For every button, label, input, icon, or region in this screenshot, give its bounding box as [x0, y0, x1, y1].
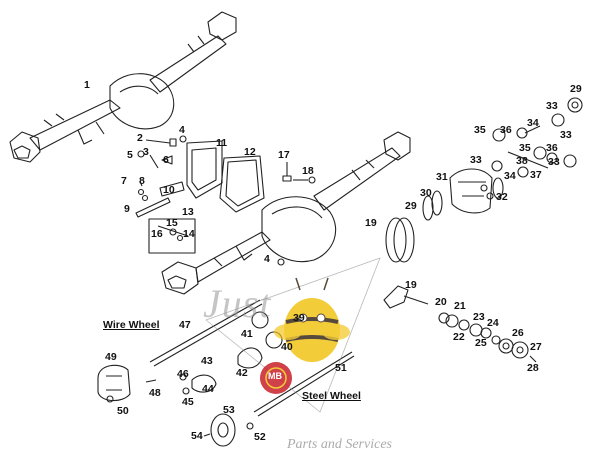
part-number-47: 47	[179, 319, 191, 331]
watermark-just: Just	[203, 281, 272, 326]
part-number-1: 1	[84, 79, 90, 91]
part-number-5: 5	[127, 149, 133, 161]
part-number-33-d: 33	[548, 156, 560, 168]
watermark-triangle	[205, 257, 381, 413]
part-number-6: 6	[163, 154, 169, 166]
part-number-45: 45	[182, 396, 194, 408]
part-number-28: 28	[527, 362, 539, 374]
part-number-3: 3	[143, 146, 149, 158]
part-number-31: 31	[436, 171, 448, 183]
part-number-34-a: 34	[527, 117, 539, 129]
part-number-54: 54	[191, 430, 203, 442]
watermark-tagline: Parts and Services	[287, 437, 392, 452]
part-number-13: 13	[182, 206, 194, 218]
part-number-2: 2	[137, 132, 143, 144]
part-number-23: 23	[473, 311, 485, 323]
steel-wheel-label: Steel Wheel	[302, 390, 361, 402]
part-number-19-crownwheel: 19	[365, 217, 377, 229]
part-number-11: 11	[216, 137, 228, 149]
part-number-41: 41	[241, 328, 253, 340]
part-number-7: 7	[121, 175, 127, 187]
part-number-51: 51	[335, 362, 347, 374]
part-number-10: 10	[163, 184, 175, 196]
part-number-38: 38	[516, 155, 528, 167]
part-number-39: 39	[293, 312, 305, 324]
part-number-19-pinion: 19	[405, 279, 417, 291]
part-number-48: 48	[149, 387, 161, 399]
part-number-9: 9	[124, 203, 130, 215]
part-number-35-b: 35	[519, 142, 531, 154]
filler-screws	[282, 162, 316, 184]
part-number-37: 37	[530, 169, 542, 181]
part-number-14: 14	[183, 228, 195, 240]
part-number-26: 26	[512, 327, 524, 339]
part-number-42: 42	[236, 367, 248, 379]
part-number-33-a: 33	[546, 100, 558, 112]
part-number-17: 17	[278, 149, 290, 161]
part-number-43: 43	[201, 355, 213, 367]
part-number-44: 44	[202, 383, 214, 395]
part-number-18: 18	[302, 165, 314, 177]
cover-hardware	[135, 135, 187, 218]
part-number-22: 22	[453, 331, 465, 343]
part-number-32: 32	[496, 191, 508, 203]
part-number-50: 50	[117, 405, 129, 417]
just-mb-bee-logo	[260, 277, 350, 394]
part-number-53: 53	[223, 404, 235, 416]
part-number-52: 52	[254, 431, 266, 443]
part-number-34-b: 34	[504, 170, 516, 182]
pinion-assembly	[383, 285, 537, 363]
axle-housing-upper	[9, 11, 237, 163]
part-number-4-lower: 4	[264, 253, 270, 265]
part-number-40: 40	[281, 341, 293, 353]
part-number-36-b: 36	[546, 142, 558, 154]
axle-housing-lower	[161, 131, 411, 295]
part-number-24: 24	[487, 317, 499, 329]
part-number-35-a: 35	[474, 124, 486, 136]
part-number-36-a: 36	[500, 124, 512, 136]
part-number-29-upper: 29	[570, 83, 582, 95]
part-number-21: 21	[454, 300, 466, 312]
part-number-20: 20	[435, 296, 447, 308]
cover-and-gasket	[186, 140, 265, 213]
part-number-16: 16	[151, 228, 163, 240]
part-number-25: 25	[475, 337, 487, 349]
differential-gears	[491, 97, 583, 178]
watermark-mb: MB	[268, 371, 282, 381]
part-number-27: 27	[530, 341, 542, 353]
part-number-8: 8	[139, 175, 145, 187]
breather-parts	[148, 218, 196, 254]
part-number-29-lower: 29	[405, 200, 417, 212]
part-number-33-b: 33	[560, 129, 572, 141]
part-number-12: 12	[244, 146, 256, 158]
part-number-4: 4	[179, 124, 185, 136]
part-number-30: 30	[420, 187, 432, 199]
part-number-33-c: 33	[470, 154, 482, 166]
part-number-49: 49	[105, 351, 117, 363]
differential-assembly	[385, 168, 504, 263]
part-number-46: 46	[177, 368, 189, 380]
wire-wheel-halfshaft	[97, 299, 283, 403]
wire-wheel-label: Wire Wheel	[103, 319, 160, 331]
part-number-15: 15	[166, 217, 178, 229]
